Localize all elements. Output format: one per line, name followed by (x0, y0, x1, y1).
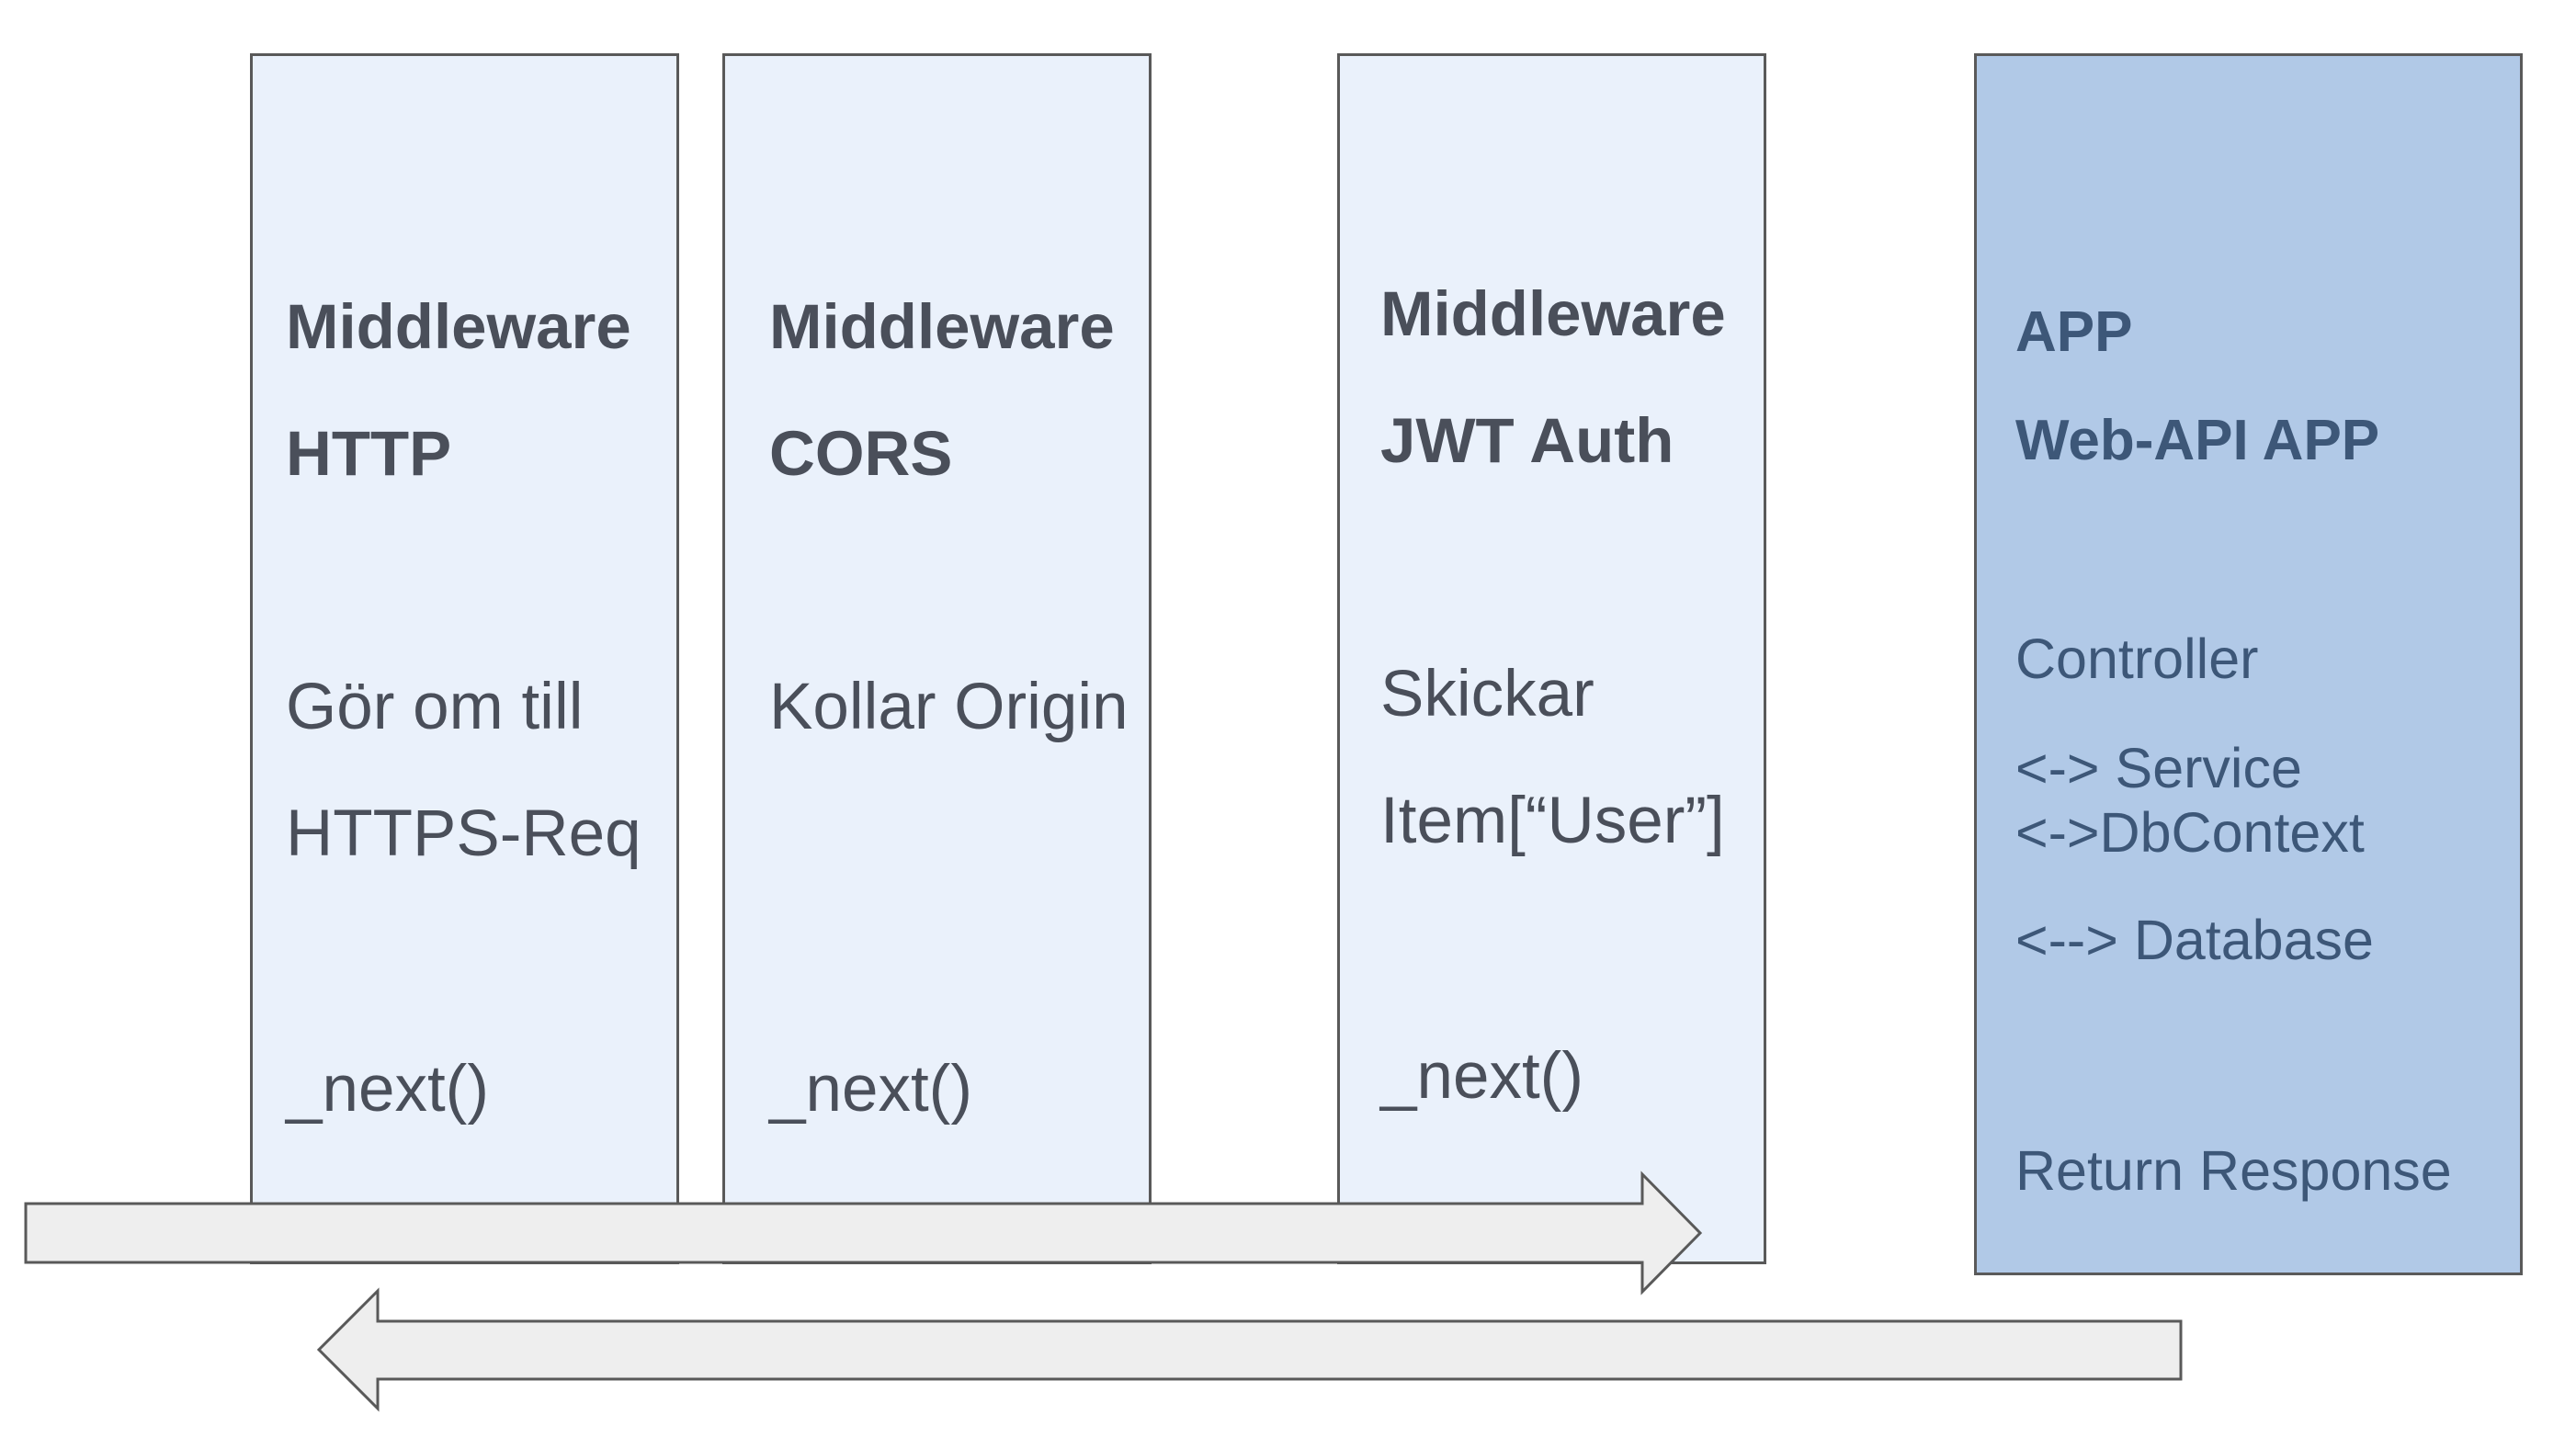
response-arrow-shape (316, 1287, 2183, 1412)
box-description-line: Skickar (1380, 658, 1594, 730)
next-call: _next() (286, 1053, 489, 1126)
app-layer-line: Controller (2015, 628, 2259, 690)
box-title: Middleware (769, 291, 1115, 362)
box-subtitle: JWT Auth (1380, 405, 1674, 476)
app-box: APP Web-API APP Controller <-> Service <… (1974, 53, 2523, 1275)
box-description-line: Kollar Origin (769, 671, 1129, 743)
box-title: Middleware (1380, 278, 1726, 349)
box-title: Middleware (286, 291, 631, 362)
app-layer-line: <-> Service (2015, 737, 2302, 799)
app-subtitle: Web-API APP (2015, 409, 2380, 472)
box-subtitle: HTTP (286, 418, 452, 489)
app-layer-line: <--> Database (2015, 909, 2374, 971)
app-layer-line: <->DbContext (2015, 801, 2365, 864)
next-call: _next() (769, 1053, 972, 1126)
middleware-cors-box: Middleware CORS Kollar Origin _next() (722, 53, 1152, 1264)
next-call: _next() (1380, 1040, 1583, 1113)
box-description-line: Gör om till (286, 671, 584, 743)
box-subtitle: CORS (769, 418, 953, 489)
box-description-line: HTTPS-Req (286, 798, 641, 870)
app-footer: Return Response (2015, 1139, 2452, 1202)
app-title: APP (2015, 300, 2133, 364)
request-arrow-shape (24, 1171, 1703, 1295)
middleware-http-box: Middleware HTTP Gör om till HTTPS-Req _n… (250, 53, 679, 1264)
middleware-jwt-box: Middleware JWT Auth Skickar Item[“User”]… (1337, 53, 1766, 1264)
box-description-line: Item[“User”] (1380, 785, 1725, 857)
